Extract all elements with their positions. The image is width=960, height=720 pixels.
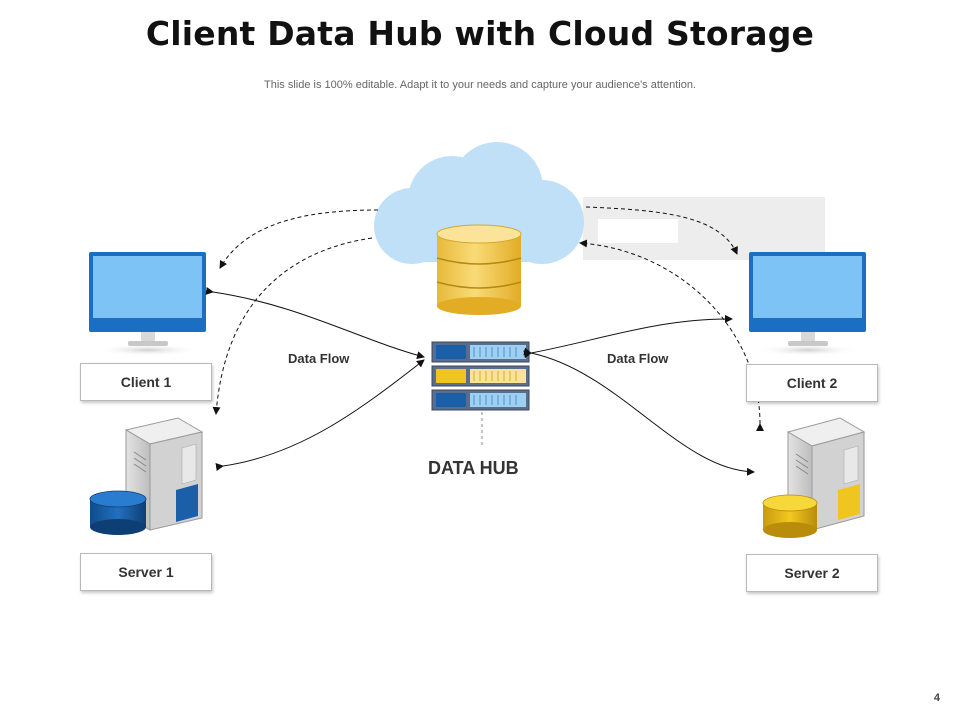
client1-label: Client 1 bbox=[80, 363, 212, 401]
cloud-client1-dashed-arrow bbox=[219, 209, 379, 269]
server1-label: Server 1 bbox=[80, 553, 212, 591]
client2-label: Client 2 bbox=[746, 364, 878, 402]
cloud-database-icon bbox=[436, 224, 522, 315]
server2-cloud-dashed-arrow bbox=[579, 239, 765, 432]
client2-monitor-icon bbox=[749, 252, 866, 356]
slide-subtitle: This slide is 100% editable. Adapt it to… bbox=[264, 79, 696, 91]
server1-tower-icon bbox=[89, 417, 204, 535]
slide-title: Client Data Hub with Cloud Storage bbox=[145, 14, 815, 53]
data-hub-rack-icon bbox=[431, 341, 530, 448]
data-flow-label-left: Data Flow bbox=[288, 351, 350, 366]
hub-client2-flow-arrow bbox=[523, 314, 733, 359]
page-number: 4 bbox=[933, 692, 940, 704]
client1-hub-flow-arrow bbox=[205, 287, 425, 360]
server2-label: Server 2 bbox=[746, 554, 878, 592]
data-hub-label: DATA HUB bbox=[428, 458, 519, 478]
client1-monitor-icon bbox=[89, 252, 206, 356]
data-flow-label-right: Data Flow bbox=[607, 351, 669, 366]
server2-tower-icon bbox=[762, 417, 866, 538]
server1-hub-flow-arrow bbox=[215, 359, 425, 471]
cloud-server1-dashed-arrow bbox=[212, 237, 373, 415]
background-panel-inset bbox=[598, 219, 678, 243]
hub-server2-flow-arrow bbox=[523, 347, 755, 476]
